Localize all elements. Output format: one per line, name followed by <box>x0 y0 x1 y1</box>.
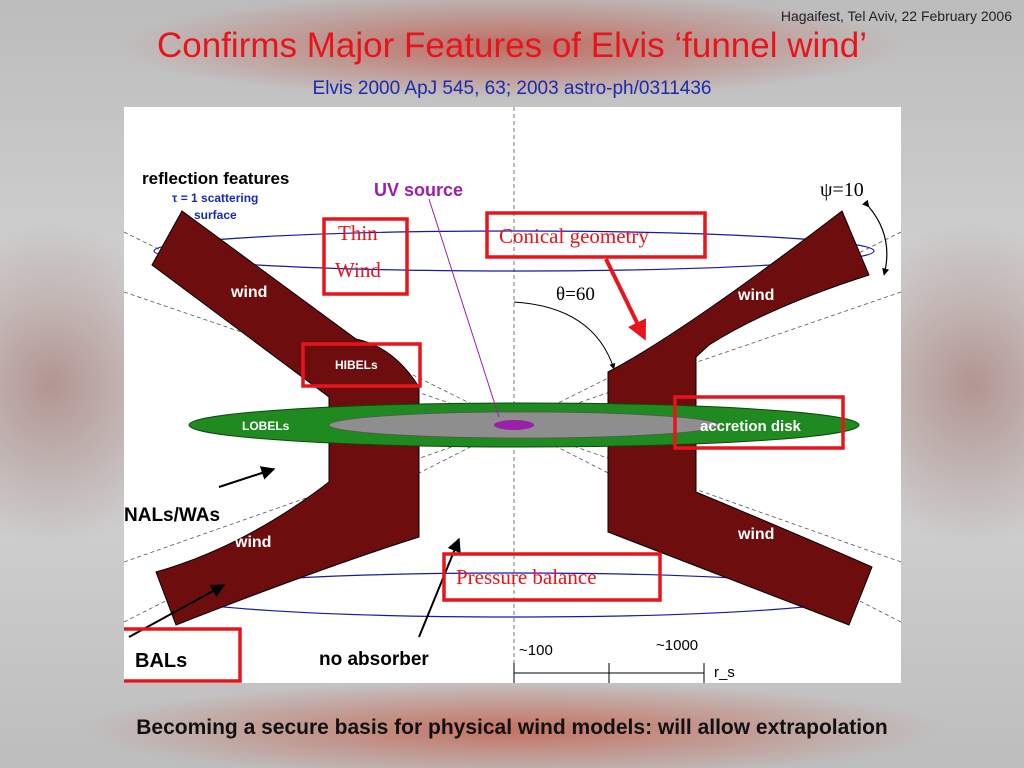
scale-bar <box>513 663 705 683</box>
thin-label: Thin <box>338 221 378 245</box>
conical-geometry-arrow <box>604 258 646 341</box>
theta-label: θ=60 <box>556 284 595 305</box>
wind-upper-left <box>151 210 420 414</box>
wind-lower-right <box>607 436 873 626</box>
accretion-disk-label: accretion disk <box>700 418 802 435</box>
header-note: Hagaifest, Tel Aviv, 22 February 2006 <box>780 8 1012 24</box>
no-absorber-label: no absorber <box>319 649 429 670</box>
wind-label-upper-left: wind <box>230 284 267 301</box>
conical-geometry-label: Conical geometry <box>499 224 649 248</box>
hibels-label: HIBELs <box>335 358 378 372</box>
lobels-label: LOBELs <box>242 419 290 433</box>
bals-label: BALs <box>135 650 187 672</box>
surface-label: surface <box>194 208 237 222</box>
funnel-wind-diagram: reflection features τ = 1 scattering sur… <box>124 107 901 683</box>
wind-word-label: Wind <box>335 258 381 282</box>
wind-lower-left <box>155 436 420 626</box>
wind-label-lower-left: wind <box>234 534 271 551</box>
uv-source-pointer <box>428 198 500 418</box>
thin-wind-highlight <box>322 217 409 296</box>
psi-label: ψ=10 <box>820 179 864 201</box>
uv-source-spot <box>494 420 534 430</box>
tau-scattering-label: τ = 1 scattering <box>172 191 258 205</box>
uv-source-label: UV source <box>374 180 463 200</box>
bals-highlight <box>124 627 242 683</box>
reflection-features-label: reflection features <box>142 169 289 188</box>
pressure-balance-highlight <box>442 552 662 602</box>
highlight-boxes <box>124 211 845 683</box>
slide-title: Confirms Major Features of Elvis ‘funnel… <box>157 26 867 65</box>
pressure-balance-label: Pressure balance <box>456 565 597 589</box>
psi-arc <box>862 199 890 276</box>
scale-1000-label: ~1000 <box>656 637 698 654</box>
nals-was-label: NALs/WAs <box>124 505 220 526</box>
theta-arc <box>513 301 616 370</box>
funnel-wind-figure: reflection features τ = 1 scattering sur… <box>124 107 901 683</box>
r-s-label: r_s <box>714 664 735 681</box>
nals-arrow <box>218 466 276 488</box>
conical-geometry-highlight <box>485 211 707 259</box>
slide-footer: Becoming a secure basis for physical win… <box>136 716 888 739</box>
wind-label-upper-right: wind <box>737 287 774 304</box>
scale-100-label: ~100 <box>519 642 553 659</box>
hibels-highlight <box>301 342 422 388</box>
wind-label-lower-right: wind <box>737 526 774 543</box>
slide-subtitle: Elvis 2000 ApJ 545, 63; 2003 astro-ph/03… <box>312 78 712 99</box>
accretion-disk-highlight <box>673 395 845 450</box>
